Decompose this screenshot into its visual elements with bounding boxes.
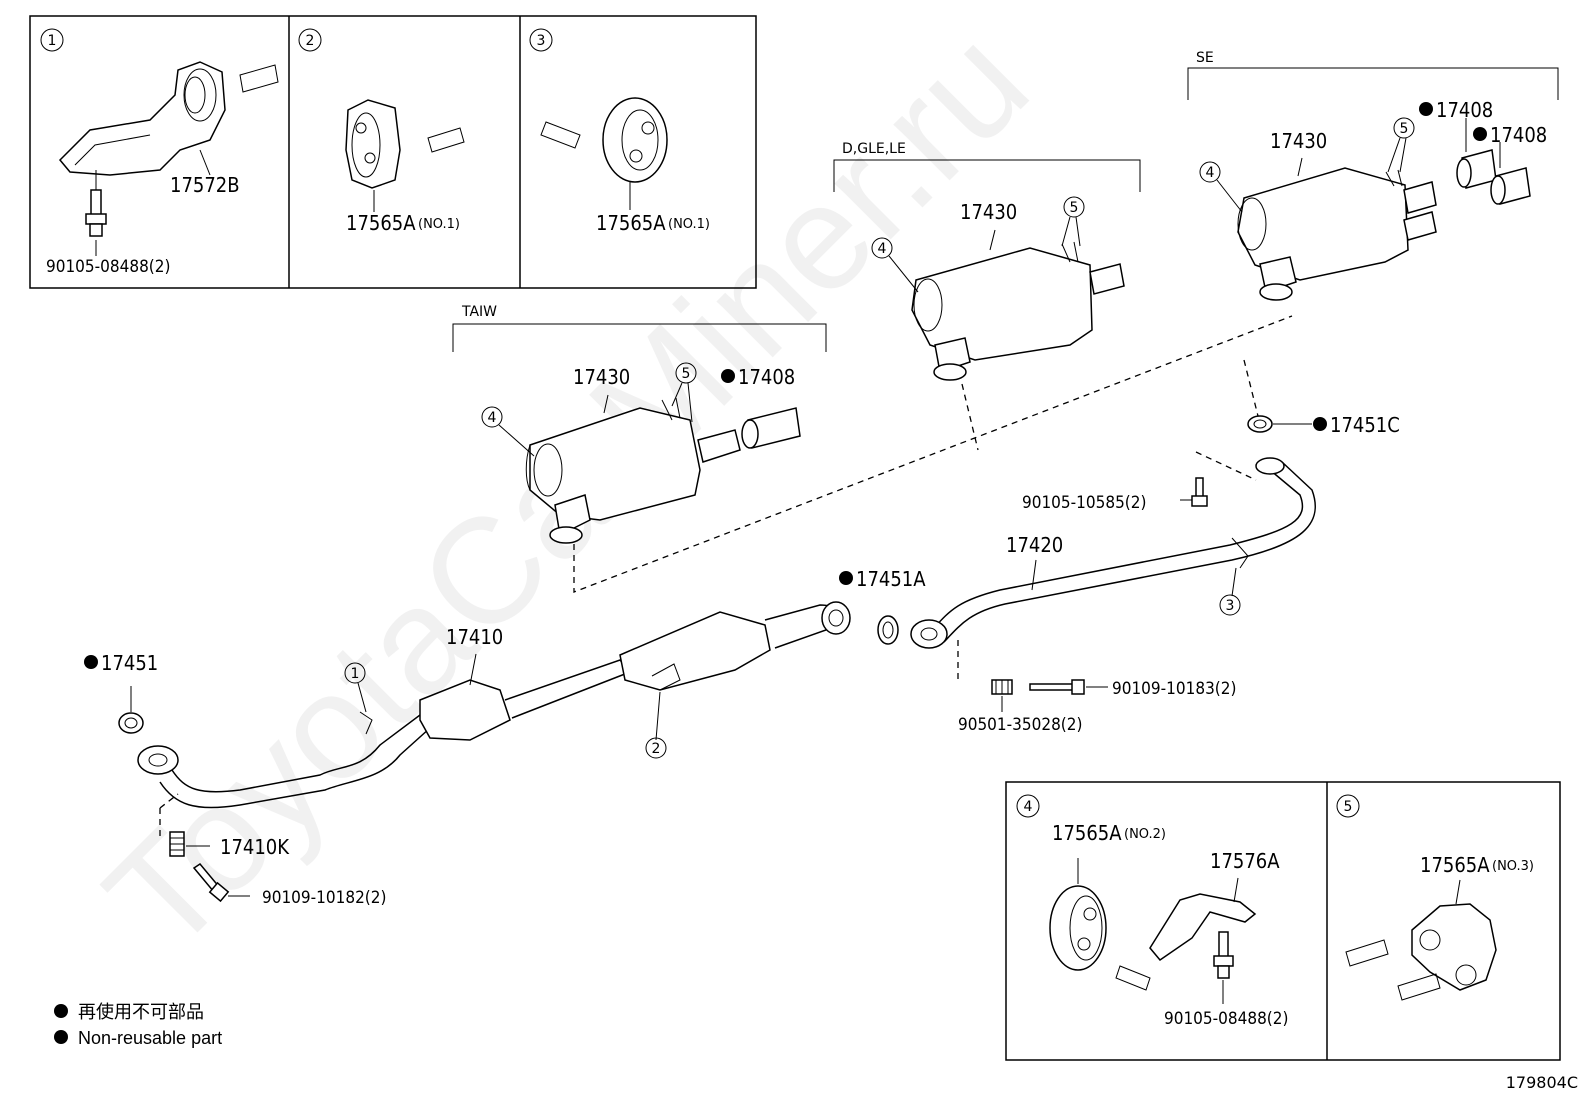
gasket-17451: 17451 xyxy=(84,651,158,734)
inset-top: 1 17572B 90105-08488(2) 2 xyxy=(29,15,757,289)
non-reusable-dot xyxy=(84,655,98,669)
bolt-icon xyxy=(85,189,107,237)
panel-2-number: 2 xyxy=(306,33,315,49)
rear-joint-hardware: 90109-10183(2) 90501-35028(2) xyxy=(958,679,1236,735)
label-17410k: 17410K xyxy=(220,835,290,859)
label-90105-10585: 90105-10585(2) xyxy=(1022,493,1146,513)
bracket-17576a-icon xyxy=(1149,893,1257,962)
label-17572b: 17572B xyxy=(170,173,240,197)
non-reusable-dot xyxy=(1473,127,1487,141)
label-90109-10182: 90109-10182(2) xyxy=(262,888,386,908)
label-17451c: 17451C xyxy=(1330,413,1400,437)
label-17565a-no1-a-note: (NO.1) xyxy=(418,217,460,232)
panel-1-number: 1 xyxy=(48,33,57,49)
bolt-icon xyxy=(1213,931,1234,979)
document-id: 179804C xyxy=(1506,1073,1578,1092)
label-90109-10183: 90109-10183(2) xyxy=(1112,679,1236,699)
bolt-icon xyxy=(1029,679,1085,695)
assembly-dashes xyxy=(159,315,1293,840)
callout-4-dgle: 4 xyxy=(878,241,887,257)
label-17410: 17410 xyxy=(446,625,503,649)
callout-5-se: 5 xyxy=(1400,121,1409,137)
gasket-17451a: 17451A xyxy=(839,567,926,645)
bolt-90109-10182: 90109-10182(2) xyxy=(192,863,386,908)
label-17451a: 17451A xyxy=(856,567,926,591)
callout-2: 2 xyxy=(652,741,661,757)
panel-4-number: 4 xyxy=(1024,799,1033,815)
tailpipe-tip-icon xyxy=(1490,167,1531,205)
tailpipe-tip-icon xyxy=(741,407,801,449)
label-17408-se-1: 17408 xyxy=(1436,98,1493,122)
non-reusable-dot xyxy=(1313,417,1327,431)
muffler-dgle: 17430 4 5 xyxy=(871,196,1125,381)
legend-dot-en xyxy=(54,1030,68,1044)
label-90501-35028: 90501-35028(2) xyxy=(958,715,1082,735)
label-17565a-no3: 17565A xyxy=(1420,853,1490,877)
inset-panel-3: 3 17565A (NO.1) xyxy=(529,28,710,235)
front-pipe-17410: 17410 1 2 xyxy=(137,601,851,809)
panel-3-number: 3 xyxy=(537,33,546,49)
callout-1: 1 xyxy=(351,666,360,682)
legend-dot-jp xyxy=(54,1004,68,1018)
label-17430-se: 17430 xyxy=(1270,129,1327,153)
group-se: SE xyxy=(1187,50,1559,100)
label-17430-dgle: 17430 xyxy=(960,200,1017,224)
non-reusable-dot xyxy=(839,571,853,585)
callout-5-dgle: 5 xyxy=(1070,200,1079,216)
label-17565a-no1-b: 17565A xyxy=(596,211,666,235)
rubber-hanger-icon xyxy=(1411,903,1497,991)
muffler-taiw: 17430 17408 4 5 xyxy=(481,362,801,544)
inset-panel-2: 2 17565A (NO.1) xyxy=(298,28,465,235)
panel-5-number: 5 xyxy=(1344,799,1353,815)
group-taiw: TAIW xyxy=(452,304,827,352)
muffler-se: 17430 17408 17408 4 5 xyxy=(1199,98,1547,301)
non-reusable-dot xyxy=(1419,102,1433,116)
inset-bottom: 4 17565A (NO.2) 17576A 90105-08488 xyxy=(1005,781,1561,1061)
label-17408-taiw: 17408 xyxy=(738,365,795,389)
inset-panel-5: 5 17565A (NO.3) xyxy=(1336,794,1534,1001)
legend-jp: 再使用不可部品 xyxy=(78,1002,204,1022)
label-17451: 17451 xyxy=(101,651,158,675)
group-dgle-label: D,GLE,LE xyxy=(842,141,906,157)
non-reusable-dot xyxy=(721,369,735,383)
spring-icon xyxy=(991,679,1013,695)
callout-4-taiw: 4 xyxy=(488,410,497,426)
label-bolt-90105-08488-top: 90105-08488(2) xyxy=(46,257,170,277)
legend: 再使用不可部品 Non-reusable part xyxy=(54,1002,222,1048)
callout-3: 3 xyxy=(1226,598,1235,614)
label-17576a: 17576A xyxy=(1210,849,1280,873)
rubber-hanger-icon xyxy=(602,97,668,183)
bolt-90105-10585: 90105-10585(2) xyxy=(1022,477,1208,513)
inset-panel-4: 4 17565A (NO.2) 17576A 90105-08488 xyxy=(1016,794,1288,1029)
spring-17410k: 17410K xyxy=(169,831,290,859)
callout-5-taiw: 5 xyxy=(682,366,691,382)
label-17430-taiw: 17430 xyxy=(573,365,630,389)
label-17565a-no3-note: (NO.3) xyxy=(1492,859,1534,874)
label-17408-se-2: 17408 xyxy=(1490,123,1547,147)
label-17565a-no2-note: (NO.2) xyxy=(1124,827,1166,842)
callout-4-se: 4 xyxy=(1206,165,1215,181)
inset-panel-1: 1 17572B 90105-08488(2) xyxy=(40,28,279,277)
label-17565a-no1-a: 17565A xyxy=(346,211,416,235)
rubber-hanger-icon xyxy=(345,99,401,189)
group-dgle: D,GLE,LE xyxy=(833,141,1141,192)
label-bolt-90105-08488-bottom: 90105-08488(2) xyxy=(1164,1009,1288,1029)
tailpipe-tip-icon xyxy=(1456,149,1497,189)
gasket-17451c: 17451C xyxy=(1247,413,1400,437)
group-se-label: SE xyxy=(1196,50,1214,66)
center-pipe-17420: 17420 3 xyxy=(910,457,1317,649)
label-17565a-no2: 17565A xyxy=(1052,821,1122,845)
rubber-hanger-icon xyxy=(1049,885,1107,971)
label-17565a-no1-b-note: (NO.1) xyxy=(668,217,710,232)
label-17420: 17420 xyxy=(1006,533,1063,557)
group-taiw-label: TAIW xyxy=(461,304,497,320)
legend-en: Non-reusable part xyxy=(78,1028,222,1048)
